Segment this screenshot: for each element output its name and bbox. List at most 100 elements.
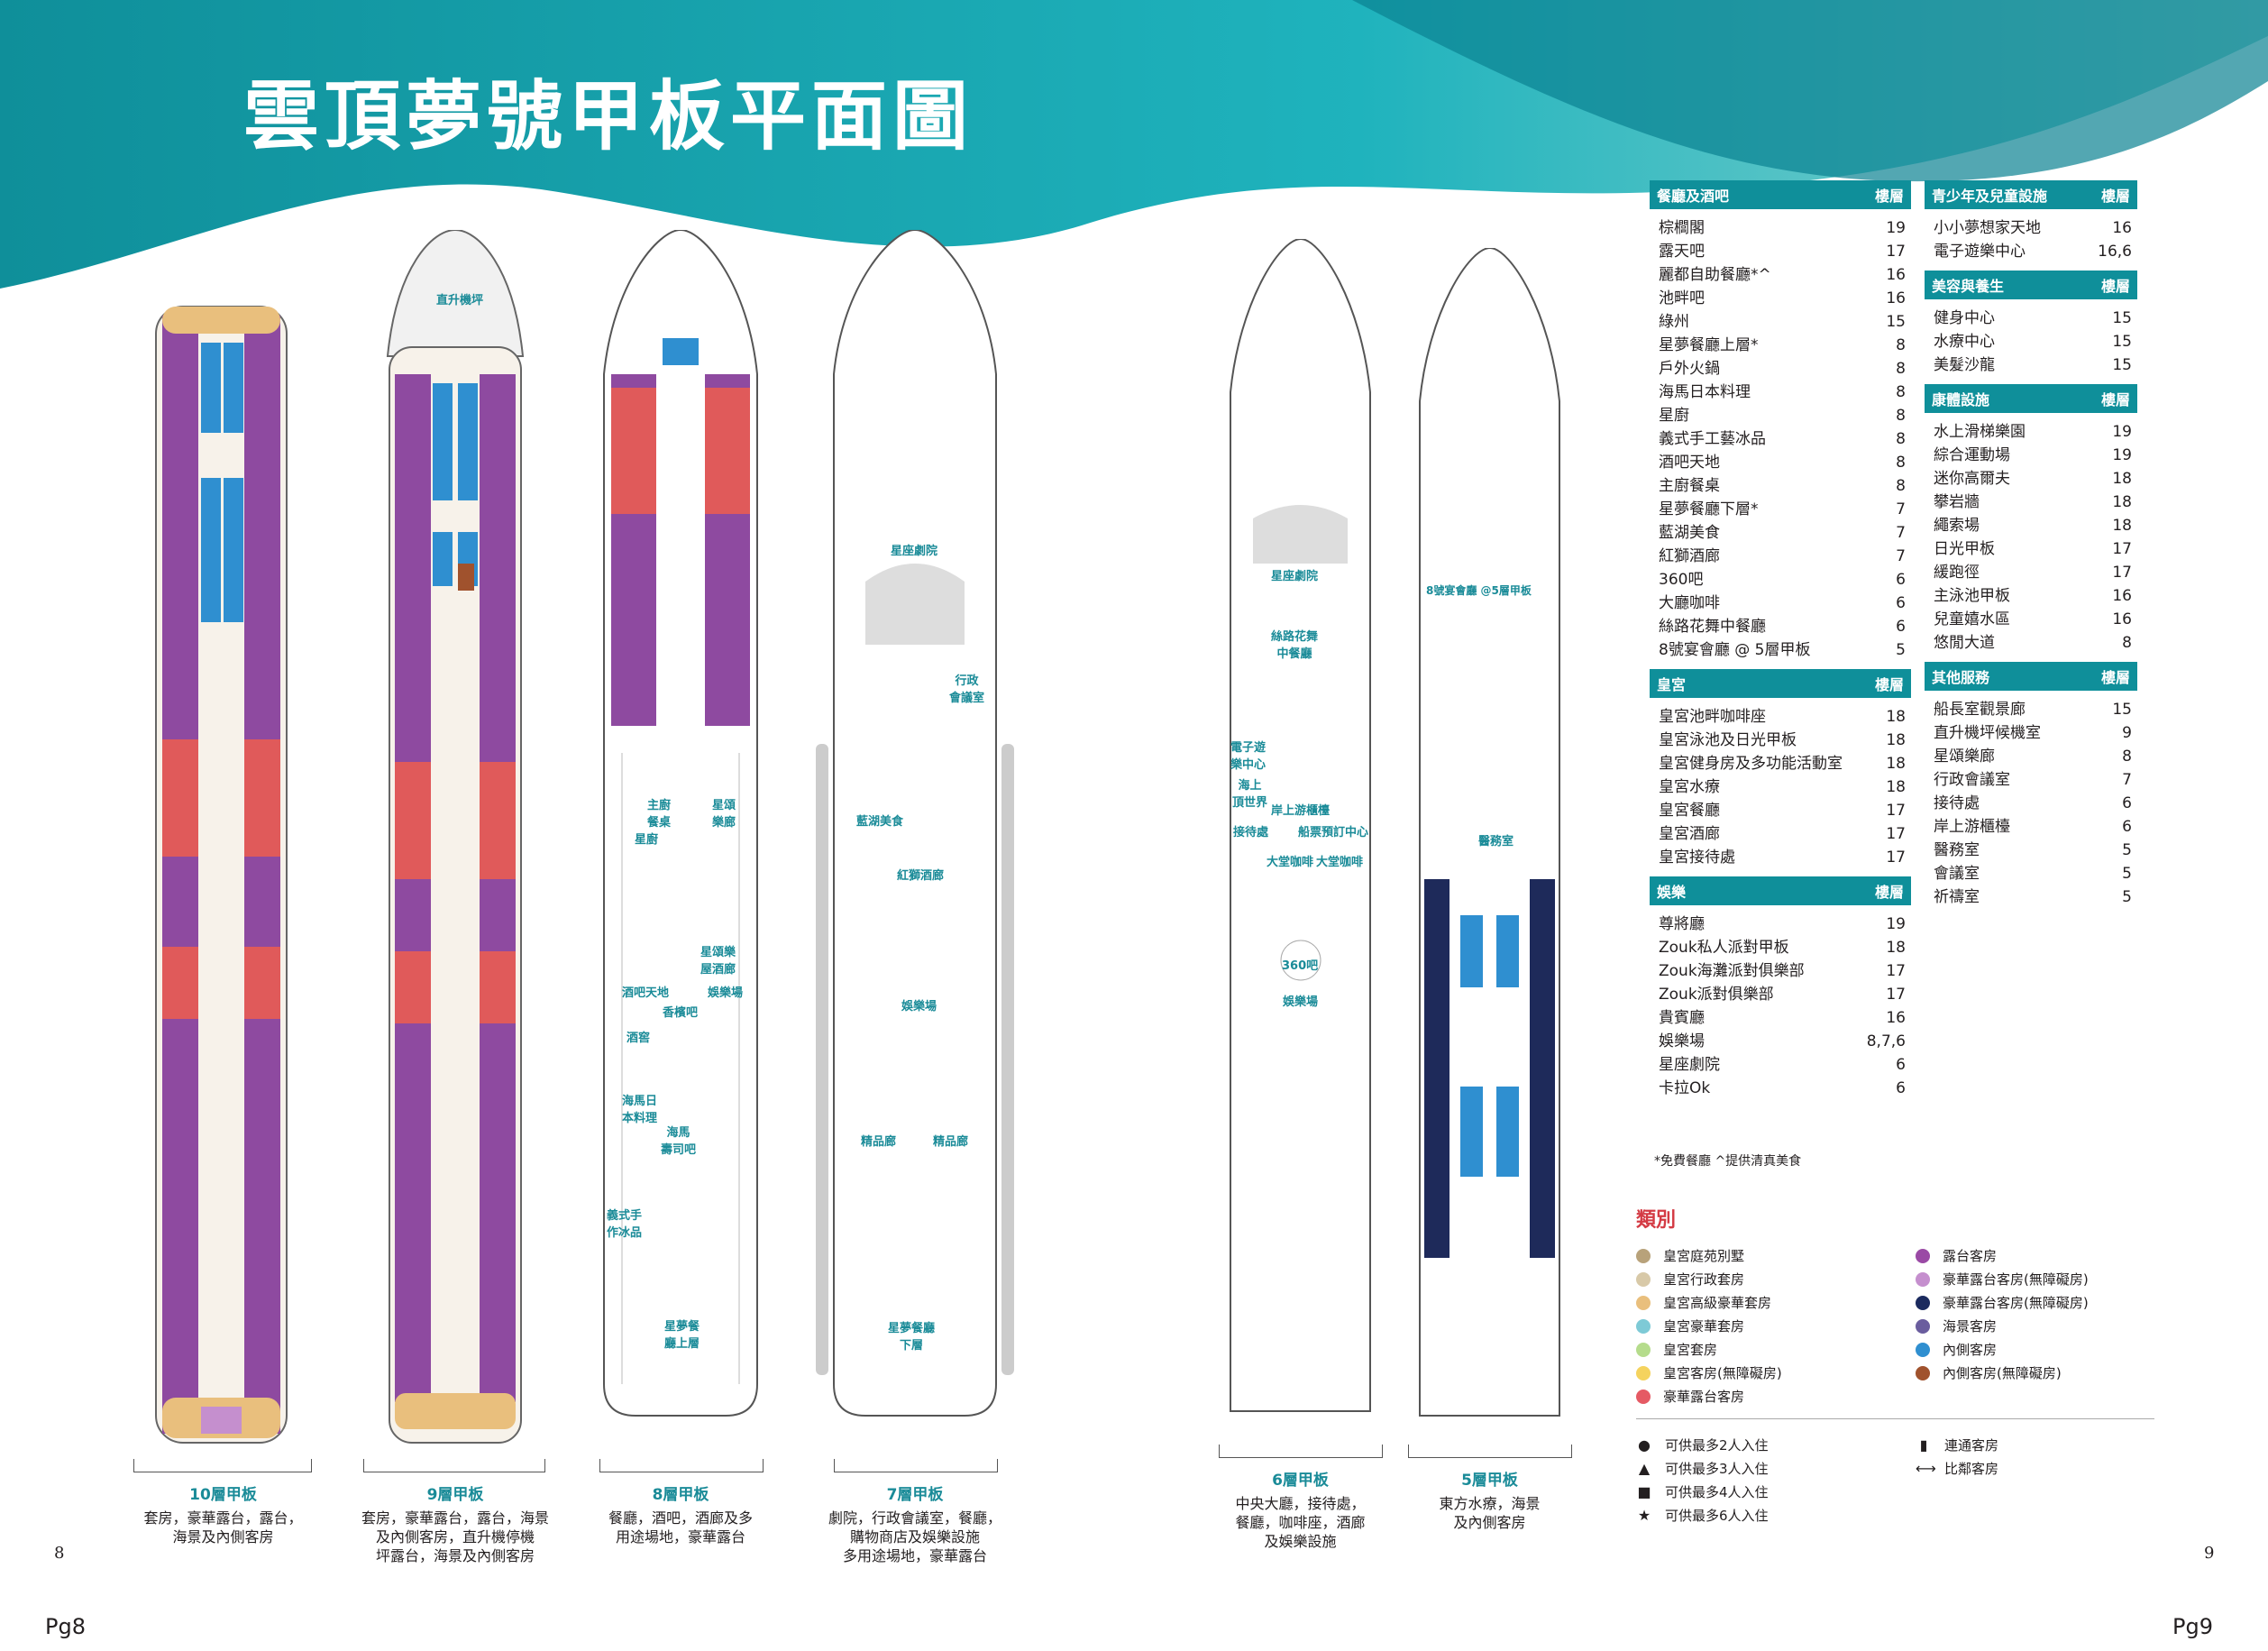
deck8-label: 酒吧天地: [622, 986, 670, 1000]
entertainment-header: 娛樂樓層: [1650, 876, 1911, 905]
deck-name: 6層甲板: [1272, 1472, 1329, 1490]
deck8-label: 海馬 壽司吧: [661, 1126, 697, 1157]
dining-header: 餐廳及酒吧樓層: [1650, 180, 1911, 209]
category-item: 豪華露台客房(無障礙房): [1916, 1270, 2089, 1289]
category-swatch-icon: [1636, 1248, 1651, 1263]
section-title: 其他服務: [1932, 669, 1990, 686]
deck-name: 7層甲板: [886, 1486, 944, 1504]
facility-deck: 17: [2112, 564, 2132, 582]
facility-deck: 7: [1896, 524, 1906, 542]
section-title: 康體設施: [1932, 391, 1990, 408]
category-label: 豪華露台客房(無障礙房): [1943, 1271, 2089, 1288]
deck6-label: 海上 頂世界: [1232, 779, 1268, 810]
capacity-symbol-icon: ★: [1637, 1507, 1651, 1524]
section-title: 皇宮: [1657, 676, 1687, 693]
facility-deck: 16: [1886, 289, 1906, 307]
facility-deck: 18: [1886, 731, 1906, 749]
facility-deck: 19: [1886, 219, 1906, 237]
deck6-label: 岸上游櫃檯: [1271, 804, 1331, 818]
facility-name: 攀岩牆: [1934, 493, 1980, 511]
facility-deck: 15: [2112, 309, 2132, 327]
page-number-right: 9: [2204, 1544, 2215, 1563]
facility-name: 皇宮接待處: [1659, 848, 1735, 867]
facility-deck: 16: [1886, 1009, 1906, 1027]
category-swatch-icon: [1916, 1342, 1930, 1357]
facility-deck: 18: [2112, 470, 2132, 488]
capacity-item: ★ 可供最多6人入住: [1636, 1506, 1769, 1525]
gap: [1925, 909, 2137, 916]
facility-deck: 17: [1886, 825, 1906, 843]
section-col: 樓層: [1874, 676, 1904, 693]
deck-10-caption: 10層甲板 套房，豪華露台，露台， 海景及內側客房: [126, 1486, 320, 1546]
deck6-label: 360吧: [1282, 959, 1319, 973]
facility-name: 皇宮健身房及多功能活動室: [1659, 755, 1843, 773]
gap: [1650, 209, 1911, 216]
facility-deck: 6: [2122, 794, 2132, 812]
category-item: 皇宮庭苑別墅: [1636, 1246, 1744, 1265]
facility-name: 海馬日本料理: [1659, 383, 1751, 401]
category-label: 皇宮高級豪華套房: [1663, 1295, 1772, 1311]
deck6-label: 接待處: [1233, 826, 1269, 839]
category-item: 內側客房(無障礙房): [1916, 1363, 2062, 1382]
facility-deck: 18: [1886, 708, 1906, 726]
facility-name: 祈禱室: [1934, 888, 1980, 906]
facility-deck: 8: [1896, 336, 1906, 354]
facility-name: 星廚: [1659, 407, 1689, 425]
deck8-label: 海馬日 本料理: [622, 1095, 658, 1125]
page-number-left: 8: [54, 1544, 65, 1563]
deck-7-caption: 7層甲板 劇院，行政會議室，餐廳， 購物商店及娛樂設施 多用途場地，豪華露台: [807, 1486, 1023, 1565]
category-swatch-icon: [1916, 1248, 1930, 1263]
category-item: 皇宮行政套房: [1636, 1270, 1744, 1289]
gap: [1650, 1100, 1911, 1107]
facility-deck: 8: [1896, 360, 1906, 378]
facility-deck: 15: [2112, 333, 2132, 351]
category-swatch-icon: [1916, 1318, 1930, 1334]
gap: [1650, 905, 1911, 913]
deck-desc: 餐廳，酒吧，酒廊及多 用途場地，豪華露台: [608, 1509, 753, 1546]
facility-deck: 16: [2112, 587, 2132, 605]
category-swatch-icon: [1636, 1342, 1651, 1357]
facility-name: 行政會議室: [1934, 771, 2010, 789]
facility-row: 星夢餐廳上層*8: [1650, 334, 1911, 357]
category-item: 內側客房: [1916, 1340, 1997, 1359]
facility-name: 船長室觀景廊: [1934, 701, 2026, 719]
facility-name: 戶外火鍋: [1659, 360, 1720, 378]
facility-name: 悠閒大道: [1934, 634, 1995, 652]
gap: [1925, 655, 2137, 662]
deck6-label: 娛樂場: [1283, 995, 1319, 1009]
category-label: 豪華露台客房(無障礙房): [1943, 1295, 2089, 1311]
facility-deck: 15: [2112, 701, 2132, 719]
facility-name: 皇宮池畔咖啡座: [1659, 708, 1766, 726]
deck7-label: 娛樂場: [901, 1000, 937, 1014]
section-title: 娛樂: [1657, 884, 1687, 901]
category-label: 豪華露台客房: [1663, 1389, 1745, 1405]
capacity-label: 可供最多6人入住: [1665, 1508, 1769, 1524]
facility-deck: 15: [1886, 313, 1906, 331]
facility-name: 絲路花舞中餐廳: [1659, 618, 1766, 636]
facility-deck: 7: [2122, 771, 2132, 789]
page-title: 雲頂夢號甲板平面圖: [243, 72, 974, 161]
gap: [1925, 413, 2137, 420]
facility-name: 星頌樂廊: [1934, 748, 1995, 766]
gap: [1650, 698, 1911, 705]
deck7-label: 精品廊: [861, 1135, 897, 1149]
deck8-label: 星頌樂 屋酒廊: [700, 946, 736, 977]
category-item: 皇宮套房: [1636, 1340, 1717, 1359]
category-swatch-icon: [1636, 1318, 1651, 1334]
facility-name: 繩索場: [1934, 517, 1980, 535]
deck-desc: 劇院，行政會議室，餐廳， 購物商店及娛樂設施 多用途場地，豪華露台: [828, 1509, 1001, 1564]
section-col: 樓層: [1874, 188, 1904, 205]
beauty-header: 美容與養生樓層: [1925, 271, 2137, 299]
